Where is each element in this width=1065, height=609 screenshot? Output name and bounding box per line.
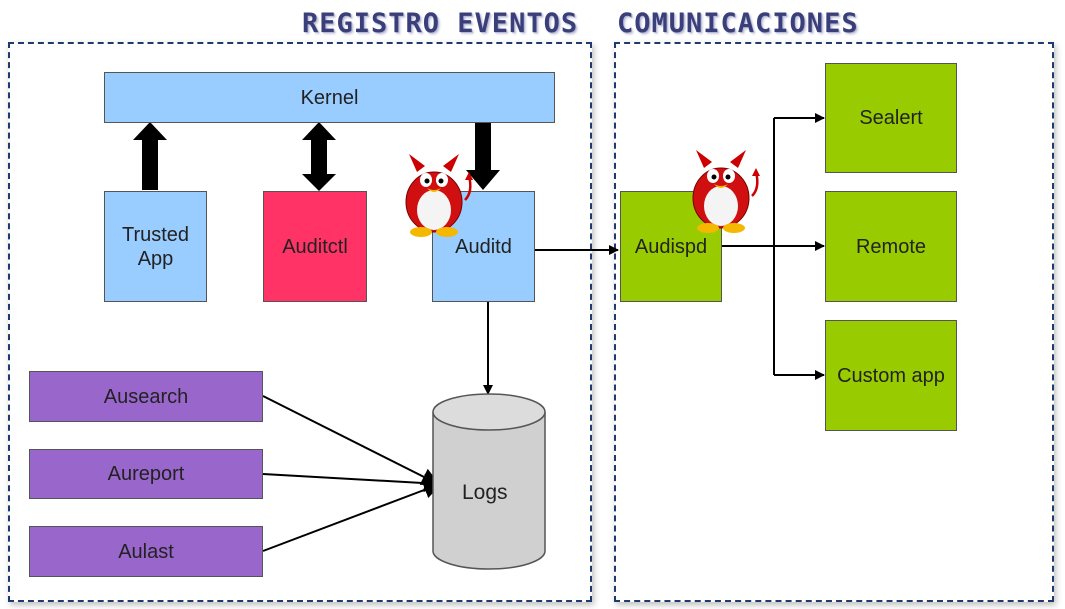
devil-penguin-icon (692, 150, 760, 233)
logs-cylinder (432, 393, 546, 570)
auditctl-kernel-double-arrow (302, 122, 336, 191)
logs-label: Logs (462, 481, 508, 504)
devil-penguin-icon (405, 154, 473, 237)
auditctl-node: Auditctl (263, 191, 367, 302)
comunicaciones-panel (614, 42, 1054, 602)
ausearch-node: Ausearch (29, 371, 263, 422)
registro-eventos-panel (8, 42, 592, 602)
registro-eventos-title: REGISTRO EVENTOS (302, 8, 579, 39)
comunicaciones-title: COMUNICACIONES (617, 8, 859, 39)
audispd-fanout-connector (722, 113, 825, 380)
aureport-node: Aureport (29, 449, 263, 499)
trusted-app-to-kernel-arrow (133, 122, 167, 190)
kernel-to-auditd-arrow (466, 122, 500, 190)
kernel-node: Kernel (104, 72, 555, 123)
sealert-node: Sealert (825, 63, 957, 173)
tools-to-logs-arrows (262, 395, 442, 552)
custom-app-node: Custom app (825, 320, 957, 431)
audispd-node: Audispd (620, 191, 722, 302)
aulast-node: Aulast (29, 526, 263, 577)
trusted-app-node: Trusted App (104, 191, 207, 302)
remote-node: Remote (825, 191, 957, 302)
